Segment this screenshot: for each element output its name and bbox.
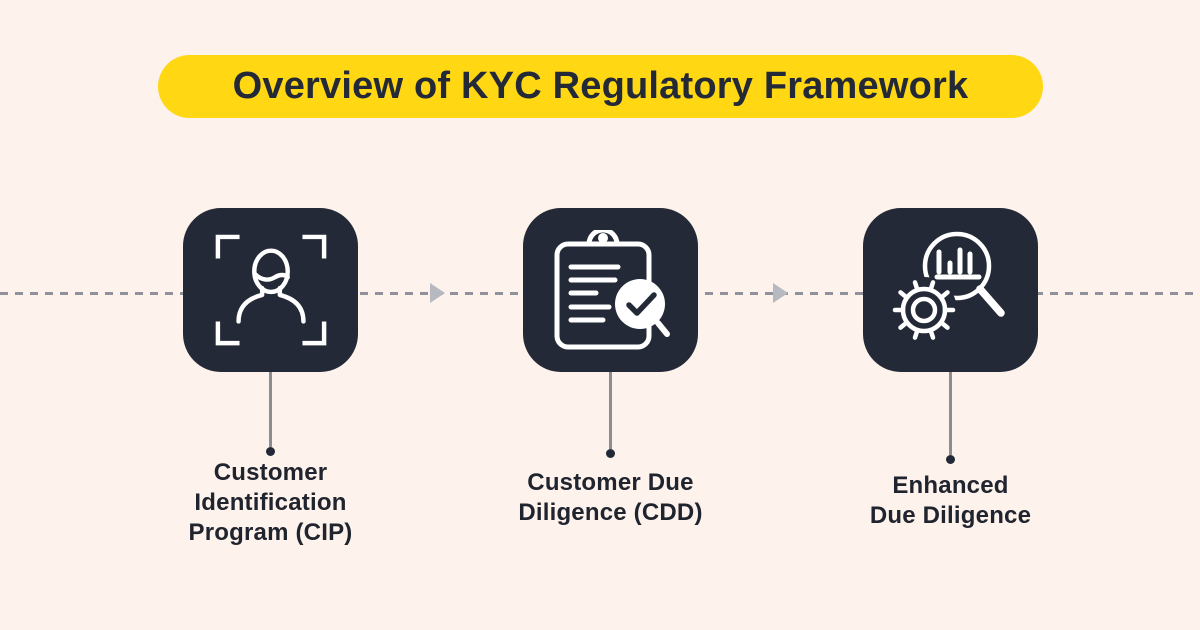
connector-line <box>949 372 952 455</box>
step-cip: Customer Identification Program (CIP) <box>183 208 358 548</box>
step-edd: Enhanced Due Diligence <box>863 208 1038 548</box>
connector-dot <box>606 449 615 458</box>
step-cdd-tile <box>523 208 698 372</box>
step-cdd: Customer Due Diligence (CDD) <box>518 208 702 548</box>
connector-line <box>269 372 272 447</box>
arrow-right-icon <box>430 283 445 303</box>
page-title: Overview of KYC Regulatory Framework <box>232 65 969 107</box>
step-edd-label: Enhanced Due Diligence <box>869 472 1032 529</box>
connector-dot <box>946 455 955 464</box>
step-cdd-label: Customer Due Diligence (CDD) <box>518 469 703 526</box>
connector-dot <box>266 447 275 456</box>
step-cip-label: Customer Identification Program (CIP) <box>188 459 353 546</box>
step-edd-tile <box>863 208 1038 372</box>
chart-magnifier-gear-icon <box>890 231 1005 343</box>
title-banner: Overview of KYC Regulatory Framework <box>158 55 1043 118</box>
connector-line <box>609 372 612 449</box>
face-scan-icon <box>215 234 326 346</box>
step-cip-tile <box>183 208 358 372</box>
clipboard-check-icon <box>554 230 670 350</box>
arrow-right-icon <box>773 283 788 303</box>
